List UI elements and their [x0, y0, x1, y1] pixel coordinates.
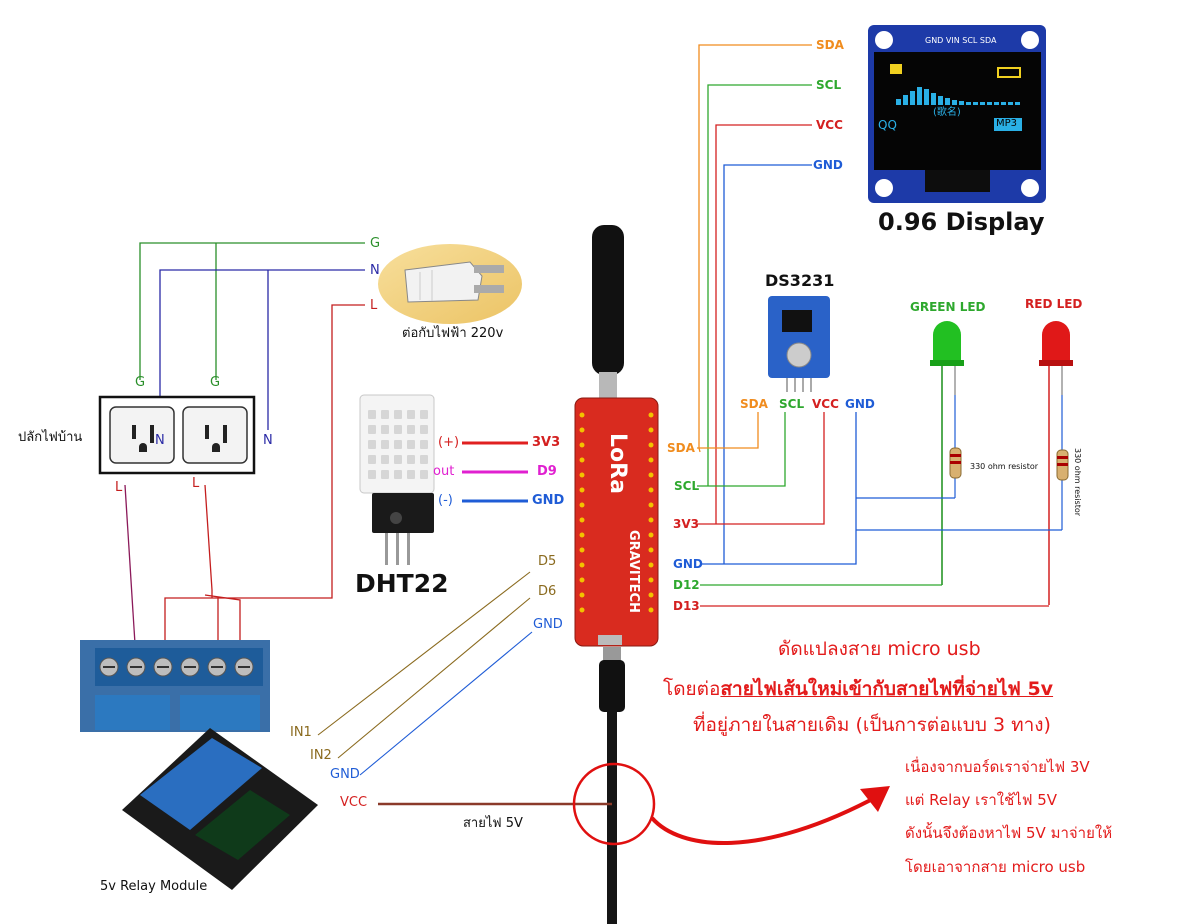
note-line-2a: โดยต่อ: [663, 678, 721, 700]
dht22-3v3-pin: 3V3: [532, 435, 561, 450]
peripheral-wiring: [697, 44, 1062, 607]
mains-l-label: L: [370, 298, 378, 313]
green-resistor-label: 330 ohm resistor: [970, 462, 1039, 471]
resistor-icon: [949, 395, 1069, 530]
red-resistor-label: 330 ohm resistor: [1073, 447, 1083, 517]
mains-g-label: G: [370, 236, 381, 251]
green-led-label: GREEN LED: [910, 300, 986, 314]
board-d12-pin: D12: [673, 578, 700, 592]
oled-screen-mid: (歌名): [933, 107, 961, 118]
reason-line-1: เนื่องจากบอร์ดเราจ่ายไฟ 3V: [905, 758, 1090, 776]
oled-title: 0.96 Display: [878, 208, 1045, 236]
outlet-n1-label: N: [155, 433, 165, 448]
board-3v3-pin: 3V3: [673, 517, 699, 531]
relay-vcc-label: VCC: [340, 795, 368, 810]
board-brand-bottom: GRAVITECH: [626, 530, 641, 613]
reason-line-3: ดังนั้นจึงต้องหาไฟ 5V มาจ่ายให้: [905, 824, 1113, 842]
mains-wiring: [124, 242, 365, 661]
oled-screen-right: MP3: [996, 118, 1018, 129]
lora-board-icon: [574, 397, 659, 647]
outlet-caption: ปลักไฟบ้าน: [18, 430, 83, 445]
outlet-n2-label: N: [263, 433, 273, 448]
dht22-sensor-icon: [359, 394, 435, 565]
outlet-l2-label: L: [192, 476, 200, 491]
board-d13-pin: D13: [673, 599, 700, 613]
antenna-icon: [592, 225, 624, 402]
dht22-title: DHT22: [355, 569, 449, 598]
note-line-2: โดยต่อสายไฟเส้นใหม่เข้ากับสายไฟที่จ่ายไฟ…: [663, 680, 1053, 699]
led-icon: [930, 321, 1073, 605]
note-line-1: ดัดแปลงสาย micro usb: [778, 638, 981, 660]
plug-caption: ต่อกับไฟฟ้า 220v: [402, 326, 504, 341]
outlet-l1-label: L: [115, 480, 123, 495]
relay-title: 5v Relay Module: [100, 879, 208, 894]
rtc-sda-label: SDA: [740, 397, 768, 411]
relay-gnd-label: GND: [330, 767, 360, 782]
rtc-gnd-label: GND: [845, 397, 875, 411]
board-scl-pin: SCL: [674, 479, 700, 493]
dht22-out-label: out: [433, 464, 455, 479]
usb-plug-icon: [599, 647, 625, 924]
red-led-label: RED LED: [1025, 297, 1083, 311]
oled-display-icon: [868, 25, 1046, 203]
note-line-2b: สายไฟเส้นใหม่เข้ากับ: [720, 678, 896, 700]
board-gnd-pin: GND: [673, 557, 703, 571]
relay-wire-caption: สายไฟ 5V: [463, 816, 523, 831]
oled-scl-label: SCL: [816, 78, 842, 92]
board-d5-pin: D5: [538, 554, 557, 569]
dht22-plus-label: (+): [438, 435, 460, 450]
rtc-scl-label: SCL: [779, 397, 805, 411]
relay-wiring: [317, 571, 612, 806]
relay-in1-label: IN1: [290, 725, 312, 740]
rtc-module-icon: [768, 296, 830, 392]
rtc-title: DS3231: [765, 271, 835, 290]
oled-sda-label: SDA: [816, 38, 844, 52]
board-gnd2-pin: GND: [533, 617, 563, 632]
reason-line-2: แต่ Relay เราใช้ไฟ 5V: [905, 791, 1058, 809]
oled-vcc-label: VCC: [816, 118, 843, 132]
board-sda-pin: SDA: [667, 441, 695, 455]
dht22-minus-label: (-): [438, 493, 453, 508]
outlet-g2-label: G: [210, 375, 221, 390]
note-line-2c: สายไฟที่จ่ายไฟ 5v: [895, 678, 1054, 700]
dht22-d9-pin: D9: [537, 464, 557, 479]
oled-header-pins: GND VIN SCL SDA: [925, 36, 997, 45]
outlet-g1-label: G: [135, 375, 146, 390]
relay-module-icon: [122, 728, 318, 890]
plug-icon: [378, 244, 522, 324]
terminal-block-icon: [80, 640, 270, 732]
mains-n-label: N: [370, 263, 380, 278]
board-d6-pin: D6: [538, 584, 557, 599]
board-brand-top: LoRa: [605, 433, 630, 494]
reason-line-4: โดยเอาจากสาย micro usb: [905, 858, 1086, 876]
oled-gnd-label: GND: [813, 158, 843, 172]
rtc-vcc-label: VCC: [812, 397, 839, 411]
dht22-gnd-pin: GND: [532, 493, 565, 508]
relay-in2-label: IN2: [310, 748, 332, 763]
curved-arrow-icon: [650, 793, 881, 846]
note-line-3: ที่อยู่ภายในสายเดิม (เป็นการต่อแบบ 3 ทาง…: [693, 714, 1051, 736]
oled-screen-left: QQ: [878, 118, 897, 132]
wall-outlet-icon: [98, 395, 256, 475]
